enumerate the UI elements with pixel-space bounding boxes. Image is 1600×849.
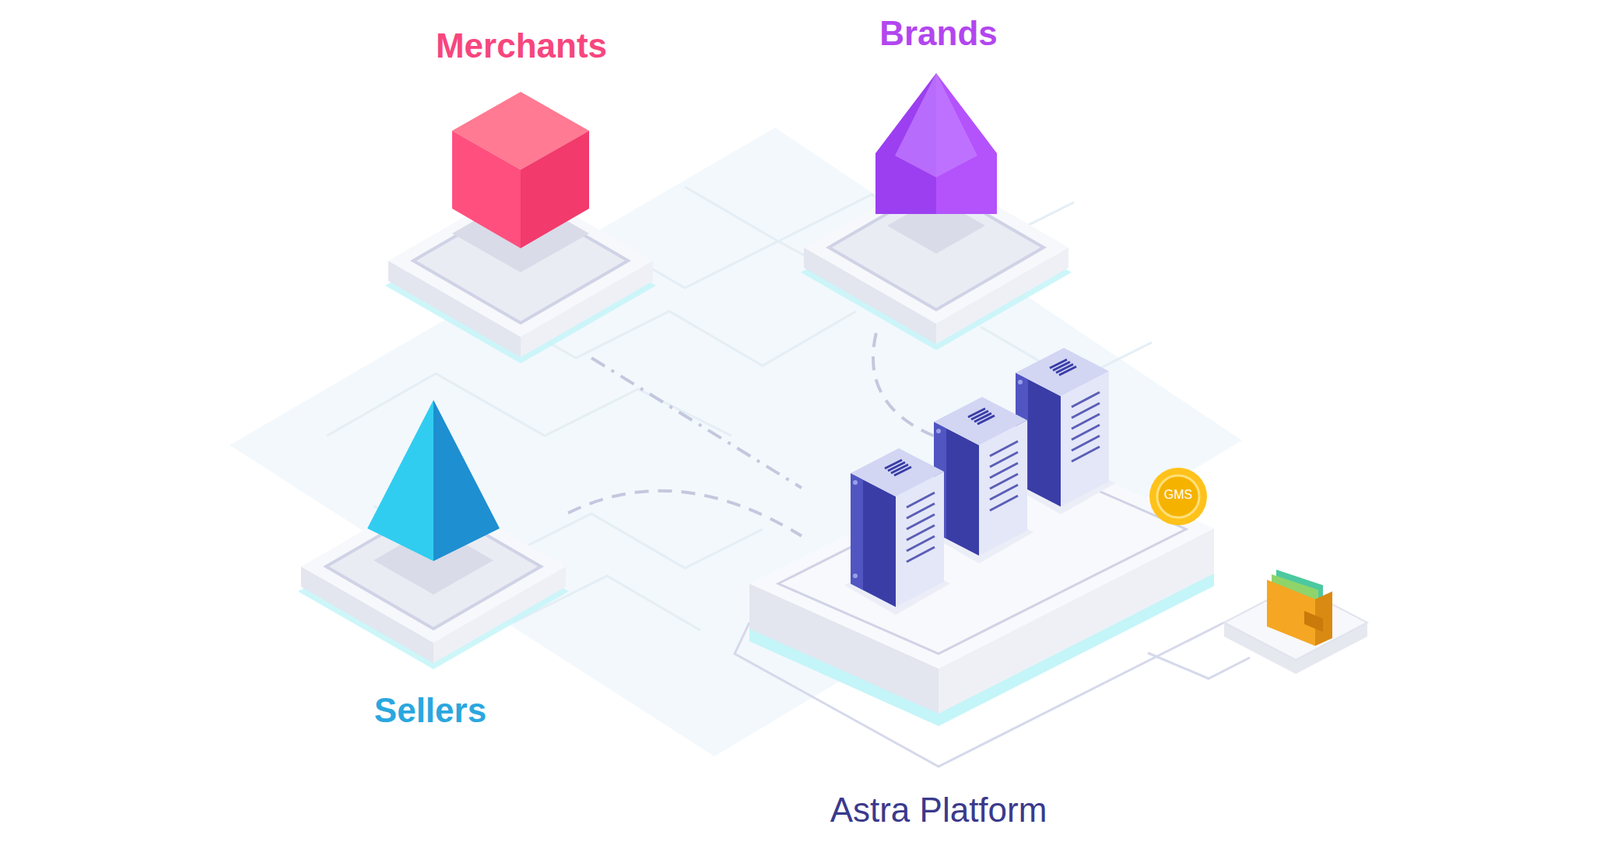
sellers-figure bbox=[298, 400, 569, 670]
brands-node: Brands bbox=[809, 3, 1067, 334]
sellers-figure bbox=[367, 400, 434, 562]
coin-shape bbox=[1149, 467, 1208, 526]
sellers-node: Sellers bbox=[303, 389, 569, 744]
servers bbox=[844, 347, 1116, 615]
platform-frame bbox=[1147, 652, 1250, 679]
coin-shape bbox=[1157, 475, 1200, 518]
sellers-figure bbox=[433, 400, 500, 562]
merchants-figure bbox=[385, 91, 657, 364]
merchants-figure bbox=[452, 130, 521, 249]
servers bbox=[844, 448, 951, 615]
platform-node: Astra Platform GMS bbox=[801, 435, 1215, 837]
merchants-figure bbox=[520, 130, 590, 249]
dashed-connector bbox=[568, 491, 802, 537]
dashed-connector bbox=[591, 357, 802, 488]
wallet bbox=[1304, 610, 1323, 632]
node-title: Astra Platform bbox=[830, 790, 1048, 831]
merchants-node: Merchants bbox=[389, 15, 654, 358]
dashed-connector bbox=[873, 333, 934, 436]
coin-label: GMS bbox=[1164, 487, 1193, 502]
coin-node: GMS bbox=[1148, 466, 1208, 527]
node-title: Brands bbox=[879, 14, 998, 54]
wallet bbox=[1224, 569, 1368, 674]
node-title: Merchants bbox=[435, 26, 608, 67]
node-title: Sellers bbox=[374, 691, 487, 731]
floor-grid bbox=[326, 373, 732, 436]
floor-grid bbox=[229, 127, 1243, 757]
floor-grid bbox=[229, 127, 1243, 757]
brands-figure bbox=[800, 73, 1072, 351]
brands-figure bbox=[894, 73, 978, 178]
